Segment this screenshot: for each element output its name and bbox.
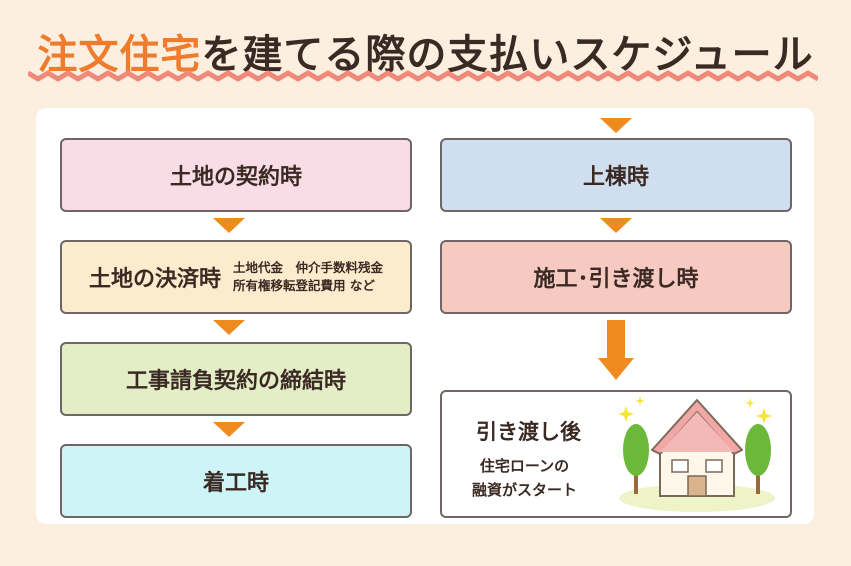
step-framing-label: 上棟時 <box>582 165 649 190</box>
title-rest: を建てる際の支払いスケジュール <box>201 32 814 78</box>
step-completion-handover: 施工･引き渡し時 <box>440 240 792 314</box>
step-groundbreaking-label: 着工時 <box>202 471 269 496</box>
tree-right-icon <box>745 424 771 494</box>
arrow-down-3 <box>213 422 245 437</box>
sparkle-icon <box>618 396 772 424</box>
house-icon <box>651 399 743 497</box>
step-land-settlement: 土地の決済時 土地代金 仲介手数料残金 所有権移転登記費用 など <box>60 240 412 314</box>
arrow-down-1 <box>213 218 245 233</box>
ground-shadow <box>619 484 775 512</box>
note-line-2: 所有権移転登記費用 など <box>233 278 375 293</box>
arrow-down-right-1 <box>600 218 632 233</box>
final-desc-line-1: 住宅ローンの <box>479 457 570 475</box>
step-framing: 上棟時 <box>440 138 792 212</box>
step-land-contract-label: 土地の契約時 <box>169 165 302 190</box>
step-construction-contract-label: 工事請負契約の締結時 <box>125 369 346 394</box>
step-land-settlement-label: 土地の決済時 <box>88 267 221 292</box>
final-desc-line-2: 融資がスタート <box>472 481 578 499</box>
step-completion-handover-label: 施工･引き渡し時 <box>533 267 699 292</box>
step-land-settlement-note: 土地代金 仲介手数料残金 所有権移転登記費用 など <box>233 259 383 295</box>
big-arrow-down-shaft <box>607 320 625 360</box>
arrow-down-right-top <box>600 118 632 133</box>
title-accent: 注文住宅 <box>37 32 202 78</box>
title-underline <box>28 70 818 82</box>
house-illustration <box>618 396 775 512</box>
final-title: 引き渡し後 <box>476 420 581 444</box>
step-after-handover: 引き渡し後 住宅ローンの 融資がスタート <box>440 390 792 518</box>
tree-left-icon <box>623 424 649 494</box>
big-arrow-down-head <box>598 358 634 380</box>
arrow-down-2 <box>213 320 245 335</box>
note-line-1: 土地代金 仲介手数料残金 <box>233 260 384 275</box>
step-construction-contract: 工事請負契約の締結時 <box>60 342 412 416</box>
step-land-contract: 土地の契約時 <box>60 138 412 212</box>
final-description: 住宅ローンの 融資がスタート <box>472 454 577 502</box>
page-title: 注文住宅を建てる際の支払いスケジュール <box>0 22 851 80</box>
step-groundbreaking: 着工時 <box>60 444 412 518</box>
